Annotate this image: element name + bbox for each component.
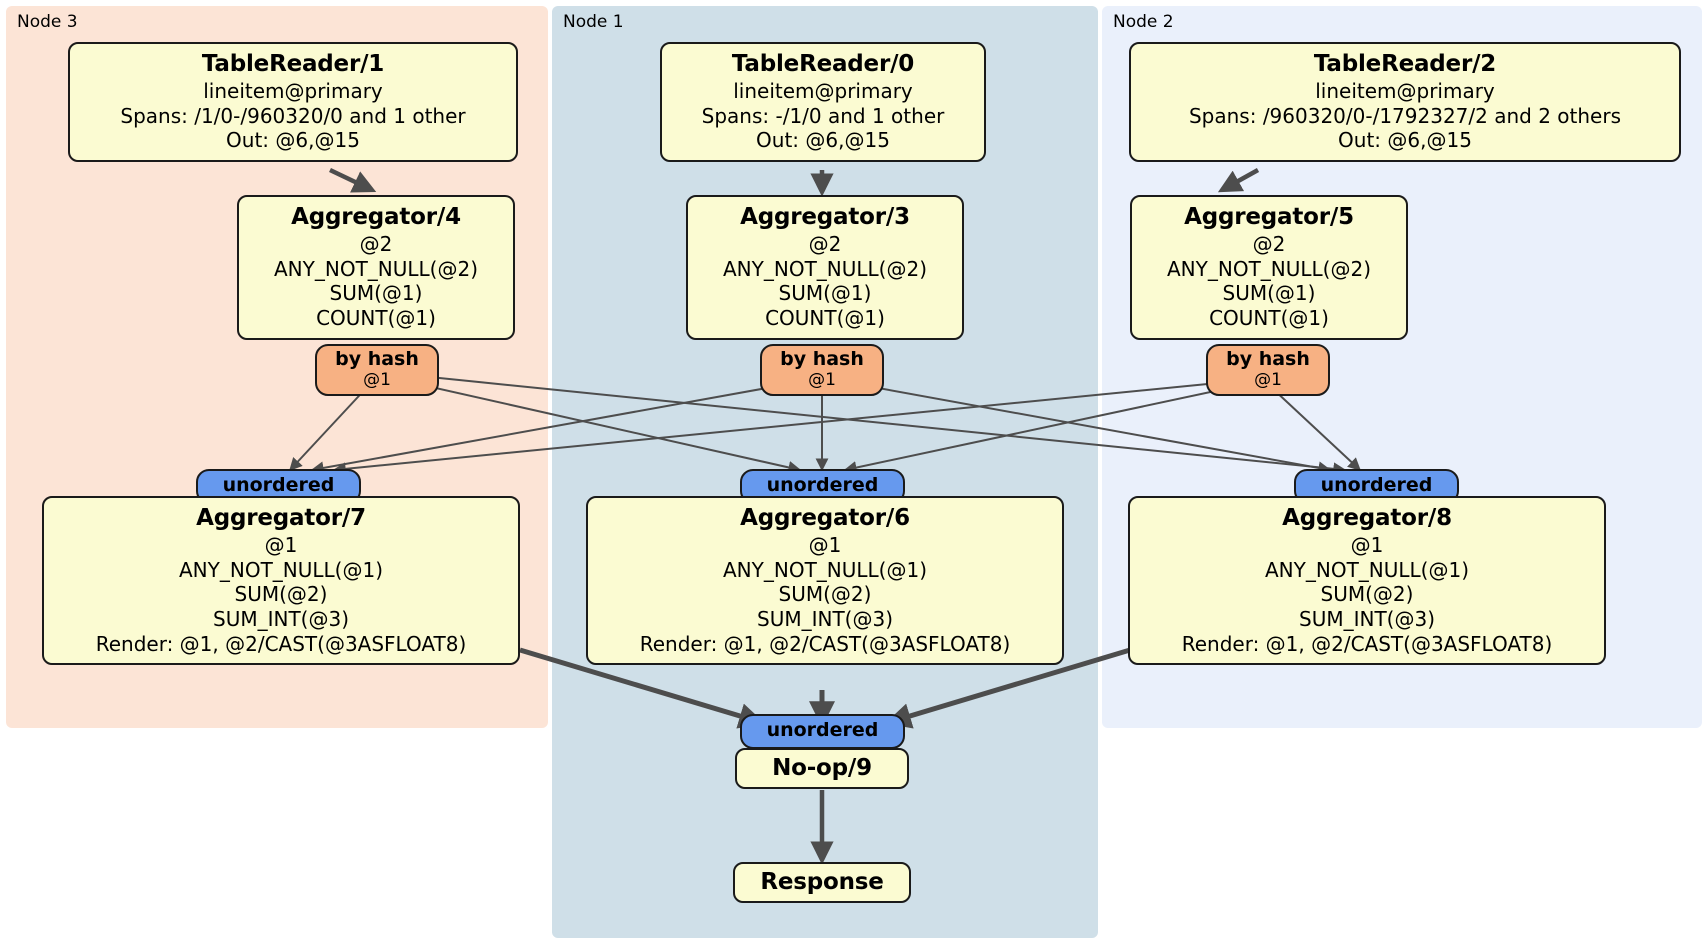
processor-line: COUNT(@1) — [316, 306, 436, 331]
processor-title: Aggregator/7 — [196, 505, 366, 531]
processor-line: ANY_NOT_NULL(@1) — [1265, 557, 1469, 582]
processor-line: SUM(@2) — [234, 582, 328, 607]
processor-noop-9[interactable]: No-op/9 — [735, 748, 909, 790]
processor-table-reader-0[interactable]: TableReader/0 lineitem@primary Spans: -/… — [660, 42, 986, 163]
badge-title: by hash — [780, 348, 864, 370]
processor-title: Aggregator/3 — [740, 204, 910, 230]
processor-table-reader-1[interactable]: TableReader/1 lineitem@primary Spans: /1… — [68, 42, 518, 163]
node-panel-label-node1: Node 1 — [563, 12, 624, 32]
processor-line: Render: @1, @2/CAST(@3ASFLOAT8) — [639, 631, 1011, 656]
processor-line: ANY_NOT_NULL(@2) — [723, 256, 927, 281]
output-badge-by-hash-center[interactable]: by hash @1 — [760, 344, 884, 397]
processor-title: Aggregator/5 — [1184, 204, 1354, 230]
processor-aggregator-7[interactable]: Aggregator/7 @1 ANY_NOT_NULL(@1) SUM(@2)… — [42, 496, 520, 666]
processor-table-reader-2[interactable]: TableReader/2 lineitem@primary Spans: /9… — [1129, 42, 1681, 163]
processor-line: Render: @1, @2/CAST(@3ASFLOAT8) — [95, 631, 467, 656]
processor-title: Aggregator/8 — [1282, 505, 1452, 531]
processor-line: lineitem@primary — [203, 79, 383, 104]
processor-line: SUM(@1) — [1222, 281, 1316, 306]
processor-line: COUNT(@1) — [765, 306, 885, 331]
node-panel-label-node2: Node 2 — [1113, 12, 1174, 32]
processor-line: ANY_NOT_NULL(@2) — [274, 256, 478, 281]
processor-line: ANY_NOT_NULL(@1) — [179, 557, 383, 582]
processor-line: Spans: /1/0-/960320/0 and 1 other — [120, 103, 466, 128]
processor-title: Aggregator/4 — [291, 204, 461, 230]
processor-line: SUM_INT(@3) — [757, 607, 893, 632]
processor-aggregator-6[interactable]: Aggregator/6 @1 ANY_NOT_NULL(@1) SUM(@2)… — [586, 496, 1064, 666]
processor-line: Out: @6,@15 — [226, 128, 360, 153]
processor-line: @1 — [808, 533, 842, 558]
input-badge-unordered-final[interactable]: unordered — [740, 714, 905, 749]
node-panel-label-node3: Node 3 — [17, 12, 78, 32]
badge-subtitle: @1 — [363, 369, 391, 390]
processor-title: TableReader/2 — [1313, 51, 1497, 77]
processor-title: TableReader/1 — [201, 51, 385, 77]
processor-line: SUM(@2) — [778, 582, 872, 607]
processor-line: Render: @1, @2/CAST(@3ASFLOAT8) — [1181, 631, 1553, 656]
badge-subtitle: @1 — [1254, 369, 1282, 390]
processor-line: COUNT(@1) — [1209, 306, 1329, 331]
processor-line: SUM(@1) — [778, 281, 872, 306]
processor-line: SUM_INT(@3) — [213, 607, 349, 632]
processor-line: SUM(@2) — [1320, 582, 1414, 607]
processor-title: TableReader/0 — [731, 51, 915, 77]
processor-line: ANY_NOT_NULL(@2) — [1167, 256, 1371, 281]
badge-title: by hash — [335, 348, 419, 370]
processor-title: No-op/9 — [772, 755, 872, 781]
processor-line: Out: @6,@15 — [756, 128, 890, 153]
processor-line: lineitem@primary — [733, 79, 913, 104]
processor-aggregator-5[interactable]: Aggregator/5 @2 ANY_NOT_NULL(@2) SUM(@1)… — [1130, 195, 1408, 340]
processor-line: Out: @6,@15 — [1338, 128, 1472, 153]
processor-line: @1 — [1350, 533, 1384, 558]
processor-aggregator-4[interactable]: Aggregator/4 @2 ANY_NOT_NULL(@2) SUM(@1)… — [237, 195, 515, 340]
processor-line: @2 — [808, 232, 842, 257]
output-badge-by-hash-left[interactable]: by hash @1 — [315, 344, 439, 397]
output-badge-by-hash-right[interactable]: by hash @1 — [1206, 344, 1330, 397]
badge-subtitle: @1 — [808, 369, 836, 390]
processor-aggregator-3[interactable]: Aggregator/3 @2 ANY_NOT_NULL(@2) SUM(@1)… — [686, 195, 964, 340]
processor-line: @1 — [264, 533, 298, 558]
processor-line: SUM_INT(@3) — [1299, 607, 1435, 632]
processor-line: Spans: /960320/0-/1792327/2 and 2 others — [1188, 103, 1621, 128]
processor-title: Response — [760, 869, 884, 895]
badge-title: by hash — [1226, 348, 1310, 370]
processor-title: Aggregator/6 — [740, 505, 910, 531]
processor-line: lineitem@primary — [1315, 79, 1495, 104]
processor-line: @2 — [1252, 232, 1286, 257]
processor-line: Spans: -/1/0 and 1 other — [701, 103, 945, 128]
processor-line: @2 — [359, 232, 393, 257]
processor-aggregator-8[interactable]: Aggregator/8 @1 ANY_NOT_NULL(@1) SUM(@2)… — [1128, 496, 1606, 666]
processor-line: SUM(@1) — [329, 281, 423, 306]
processor-response[interactable]: Response — [733, 862, 911, 904]
processor-line: ANY_NOT_NULL(@1) — [723, 557, 927, 582]
